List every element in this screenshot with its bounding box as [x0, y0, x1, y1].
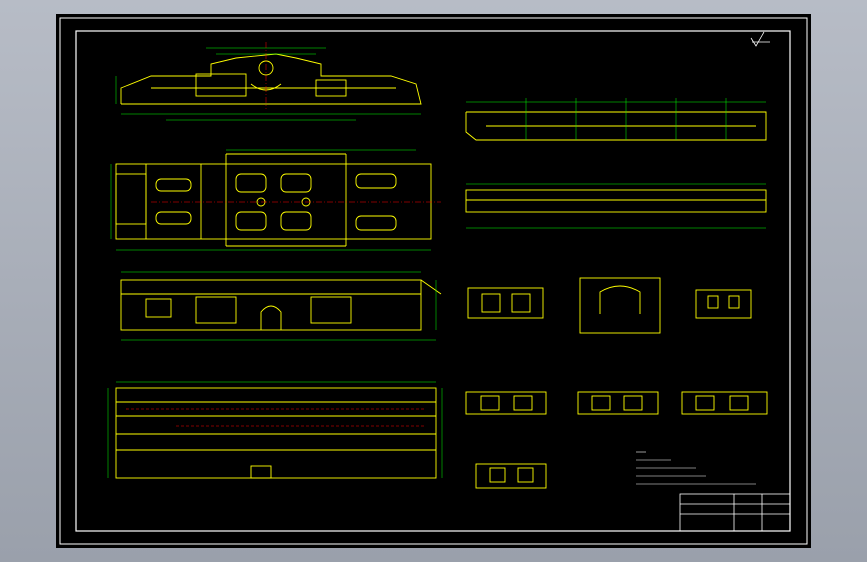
plan-view	[115, 153, 432, 247]
cad-drawing-canvas[interactable]	[56, 14, 811, 548]
technical-notes	[636, 451, 756, 485]
section-view-b	[579, 277, 661, 334]
right-view-top-dimensions	[466, 98, 766, 140]
inner-border	[75, 30, 791, 532]
side-elevation-dimensions	[121, 271, 437, 341]
drawing-sheet[interactable]	[56, 14, 811, 548]
front-view-top	[120, 53, 422, 105]
front-view-top-dimensions	[115, 47, 421, 121]
plan-view-dimensions	[110, 149, 431, 251]
section-view-f	[681, 391, 768, 415]
side-elevation	[120, 279, 442, 331]
right-view-middle	[465, 189, 767, 213]
long-section-dimensions	[107, 381, 443, 478]
section-view-e	[577, 391, 659, 415]
section-view-a	[467, 287, 544, 319]
outer-border	[59, 17, 808, 545]
section-view-c	[695, 289, 752, 319]
long-section-view	[115, 387, 437, 479]
right-view-middle-dimensions	[466, 183, 766, 229]
roughness-symbol-icon	[750, 31, 770, 47]
right-view-top	[465, 111, 767, 141]
section-view-d	[465, 391, 547, 415]
long-section-hatch	[126, 408, 426, 427]
section-view-g	[475, 463, 547, 489]
title-block	[679, 493, 791, 532]
